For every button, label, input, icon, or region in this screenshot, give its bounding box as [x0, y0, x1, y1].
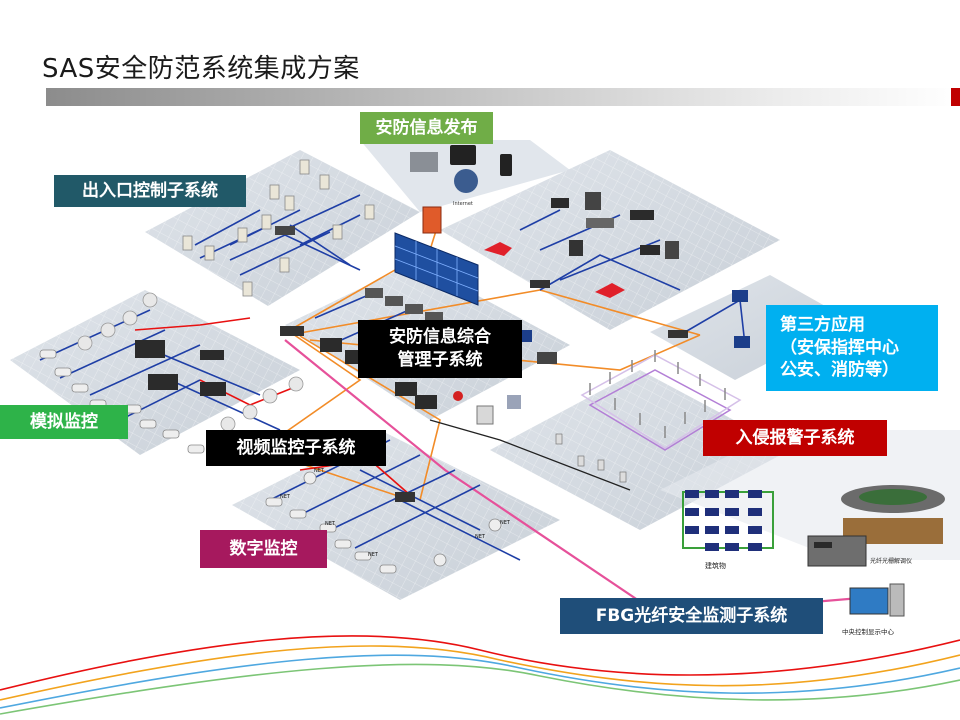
intrusion-alarm-text: 入侵报警子系统 [735, 427, 855, 448]
internet-label: Internet [453, 201, 473, 207]
fbg-system-label: FBG光纤安全监测子系统 [560, 598, 823, 634]
detector-icons [555, 433, 627, 483]
integrated-management-line1: 安防信息综合 [389, 327, 491, 348]
ip-camera-icons [265, 471, 502, 574]
parking-display-icon [585, 192, 601, 210]
central-monitor-icon [849, 587, 889, 615]
integrated-management-line2: 管理子系统 [397, 350, 483, 370]
core-switch-icon [280, 326, 304, 336]
console-icons [365, 288, 443, 322]
dome-camera-icons [77, 292, 304, 432]
info-publish-label: 安防信息发布 [360, 112, 493, 144]
keypad-icon [507, 395, 521, 409]
analog-monitor-label: 模拟监控 [0, 405, 128, 439]
net-tag: NET [368, 552, 379, 558]
ticket-machine-icon [569, 240, 583, 256]
gate-icon [586, 218, 614, 228]
access-control-label: 出入口控制子系统 [54, 175, 246, 207]
fbg-demodulator-icon [807, 535, 867, 567]
slide-title: SAS安全防范系统集成方案 [42, 54, 360, 84]
devices: Internet [39, 145, 945, 636]
title-gradient-bar [46, 88, 960, 106]
central-display-label: 中央控制显示中心 [842, 627, 895, 636]
third-party-line3: 公安、消防等） [780, 360, 899, 381]
globe-icon [454, 169, 478, 193]
intrusion-alarm-label: 入侵报警子系统 [703, 420, 887, 456]
net-tag: NET [500, 520, 511, 526]
info-publish-text: 安防信息发布 [375, 117, 478, 138]
car-icon-2 [595, 283, 625, 298]
net-tag: NET [325, 521, 336, 527]
phone-icon [500, 154, 512, 176]
tablet-icon [450, 145, 476, 165]
net-tag: NET [314, 468, 325, 474]
integrated-management-label: 安防信息综合 管理子系统 [358, 320, 522, 378]
card-reader-icons [182, 159, 375, 297]
digital-monitor-text: 数字监控 [229, 538, 298, 559]
video-monitor-text: 视频监控子系统 [236, 437, 356, 458]
parking-camera-icon-2 [640, 245, 660, 255]
siren-icon [453, 391, 463, 401]
dvr-icons [135, 340, 226, 396]
car-icon [484, 242, 512, 256]
net-tag: NET [280, 494, 291, 500]
net-tag: NET [475, 534, 486, 540]
video-wall-icon [394, 232, 479, 306]
fbg-demodulator-label: 光纤光栅解调仪 [870, 557, 912, 565]
handset-icon [537, 352, 557, 364]
digital-monitor-label: 数字监控 [200, 530, 327, 568]
third-party-line1: 第三方应用 [780, 314, 865, 335]
perimeter-fence [580, 350, 742, 451]
building-sensor-grid [682, 490, 774, 551]
parking-camera-icon [551, 198, 569, 208]
central-pc-icon [889, 583, 905, 617]
parking-display-icon-2 [665, 241, 679, 259]
third-party-switch-icon [668, 330, 688, 338]
third-party-label: 第三方应用 （安保指挥中心 公安、消防等） [766, 305, 938, 391]
fbg-system-text: FBG光纤安全监测子系统 [595, 605, 788, 626]
access-control-text: 出入口控制子系统 [82, 180, 218, 201]
third-party-monitor-icon-2 [734, 336, 750, 348]
third-party-monitor-icon [732, 290, 748, 302]
third-party-line2: （安保指挥中心 [780, 337, 899, 358]
digital-switch-icon [395, 492, 415, 502]
switch-icon [275, 226, 295, 235]
alarm-panel-icon [476, 405, 494, 425]
firewall-icon [422, 206, 442, 234]
platform-third-party [650, 275, 850, 380]
parking-switch-icon [530, 280, 550, 288]
kiosk-icon [410, 152, 438, 172]
title-accent-bar [951, 88, 960, 106]
decorative-waves [0, 635, 960, 715]
building-label: 建筑物 [705, 561, 726, 570]
nvr-icon [630, 210, 654, 220]
analog-monitor-text: 模拟监控 [30, 411, 98, 432]
video-monitor-label: 视频监控子系统 [206, 430, 386, 466]
